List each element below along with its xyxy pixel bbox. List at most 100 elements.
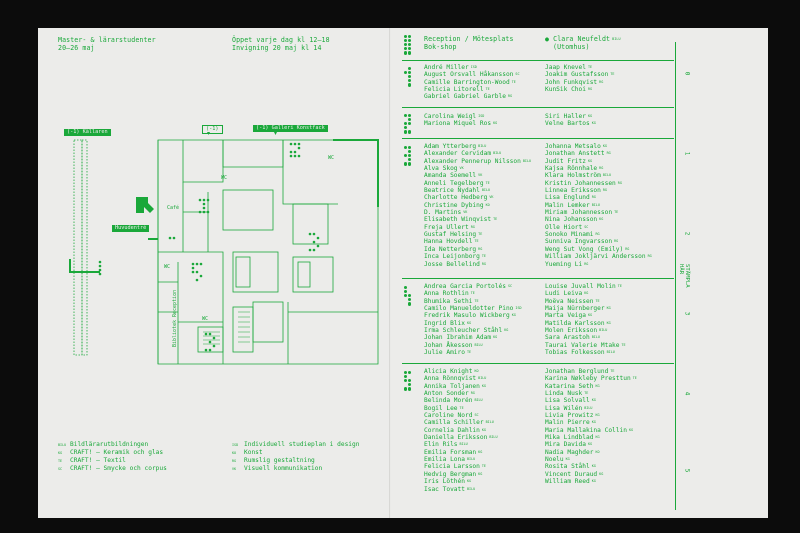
map-label-cafe: Café: [167, 205, 180, 211]
student-name: Camilla Schiller: [424, 419, 484, 427]
student-name: Emilia Forsman: [424, 448, 477, 456]
program-code: BILU: [481, 188, 491, 193]
program-code: TE: [485, 180, 490, 185]
student-name: Sara Arastoh: [545, 334, 590, 342]
student-name: Belinda Morén: [424, 397, 473, 405]
student-name: Anneli Tegelberg: [424, 179, 484, 187]
program-code: RG: [599, 166, 604, 171]
legend-code: ISD: [232, 443, 239, 447]
student-name: Beatrice Nydahl: [424, 187, 480, 195]
student-name: Nadia Maghder: [545, 448, 594, 456]
legend-code: VK: [232, 467, 237, 471]
program-code: BILU: [466, 457, 476, 462]
program-code: RG: [647, 254, 652, 259]
student-name: Velne Bartos: [545, 120, 590, 128]
student-name: Malin Lemker: [545, 201, 590, 209]
legend-label: CRAFT! – Textil: [70, 457, 126, 464]
program-code: KG: [493, 121, 498, 126]
student-name: Mika Lindblad: [545, 434, 594, 442]
program-code: TE: [466, 350, 472, 355]
program-code: RG: [584, 261, 589, 266]
program-code: KG: [591, 398, 596, 403]
program-code: TE: [485, 87, 490, 92]
program-code: VK: [478, 173, 483, 178]
ruler-number-3: 3: [683, 311, 691, 316]
program-code: KG: [511, 313, 516, 318]
program-code: RG: [591, 195, 596, 200]
program-code: ISD: [470, 65, 477, 69]
program-code: KG: [595, 383, 600, 388]
program-code: KG: [591, 121, 596, 126]
program-code: TE: [474, 239, 479, 244]
student-name: Joakim Gustafsson: [545, 71, 609, 79]
program-code: KG: [606, 306, 611, 311]
student-name: Jonathan Berglund: [545, 368, 609, 375]
program-code: KG: [606, 320, 611, 325]
map-tag-kallaren: (-1) Källaren: [64, 129, 111, 136]
student-name: August Orsvall Håkansson: [424, 71, 514, 79]
ruler-number-0: 0: [683, 71, 691, 76]
page-fold: [389, 28, 391, 518]
section-number-0: [404, 35, 412, 55]
program-code: TE: [481, 464, 486, 469]
student-name: Hedvig Bergman: [424, 470, 477, 478]
program-code: KG: [478, 449, 483, 454]
student-name: Julie Amiro: [424, 349, 465, 357]
student-name: Felicia Litorell: [424, 86, 484, 94]
program-code: KG: [599, 471, 604, 476]
program-code: BILU: [489, 435, 498, 440]
program-code: TE: [470, 291, 475, 296]
student-name: Miriam Johannesson: [545, 209, 613, 217]
program-code: KG: [466, 320, 472, 325]
legend-label: Visuell kommunikation: [244, 465, 323, 472]
ruler-number-2: 2: [683, 231, 691, 236]
student-name: Irma Schleucher Ståhl: [424, 327, 503, 335]
program-code: TE: [595, 298, 600, 303]
program-code: TE: [610, 72, 615, 77]
map-label-wc-4: WC: [164, 264, 171, 270]
student-name: Maria Mallakina Collin: [545, 426, 627, 434]
student-name: Alexander Cervidam: [424, 150, 492, 158]
legend-label: Bildlärarutbildningen: [70, 441, 149, 448]
program-code: BILU: [459, 442, 468, 447]
program-code: RG: [595, 232, 600, 237]
student-name: Elin Rils: [424, 441, 458, 449]
student-name: Josse Bellelind: [424, 260, 480, 268]
student-name: Katarina Seth: [545, 382, 594, 390]
student-name: Emilia Lona: [424, 456, 465, 464]
program-code: BILU: [466, 486, 476, 491]
student-name: Gabriel Gabriel Garble: [424, 93, 506, 101]
student-name: D. Martins: [424, 209, 462, 217]
student-name: Ida Netterberg: [424, 245, 477, 253]
header-opening: Invigning 20 maj kl 14: [232, 44, 322, 52]
